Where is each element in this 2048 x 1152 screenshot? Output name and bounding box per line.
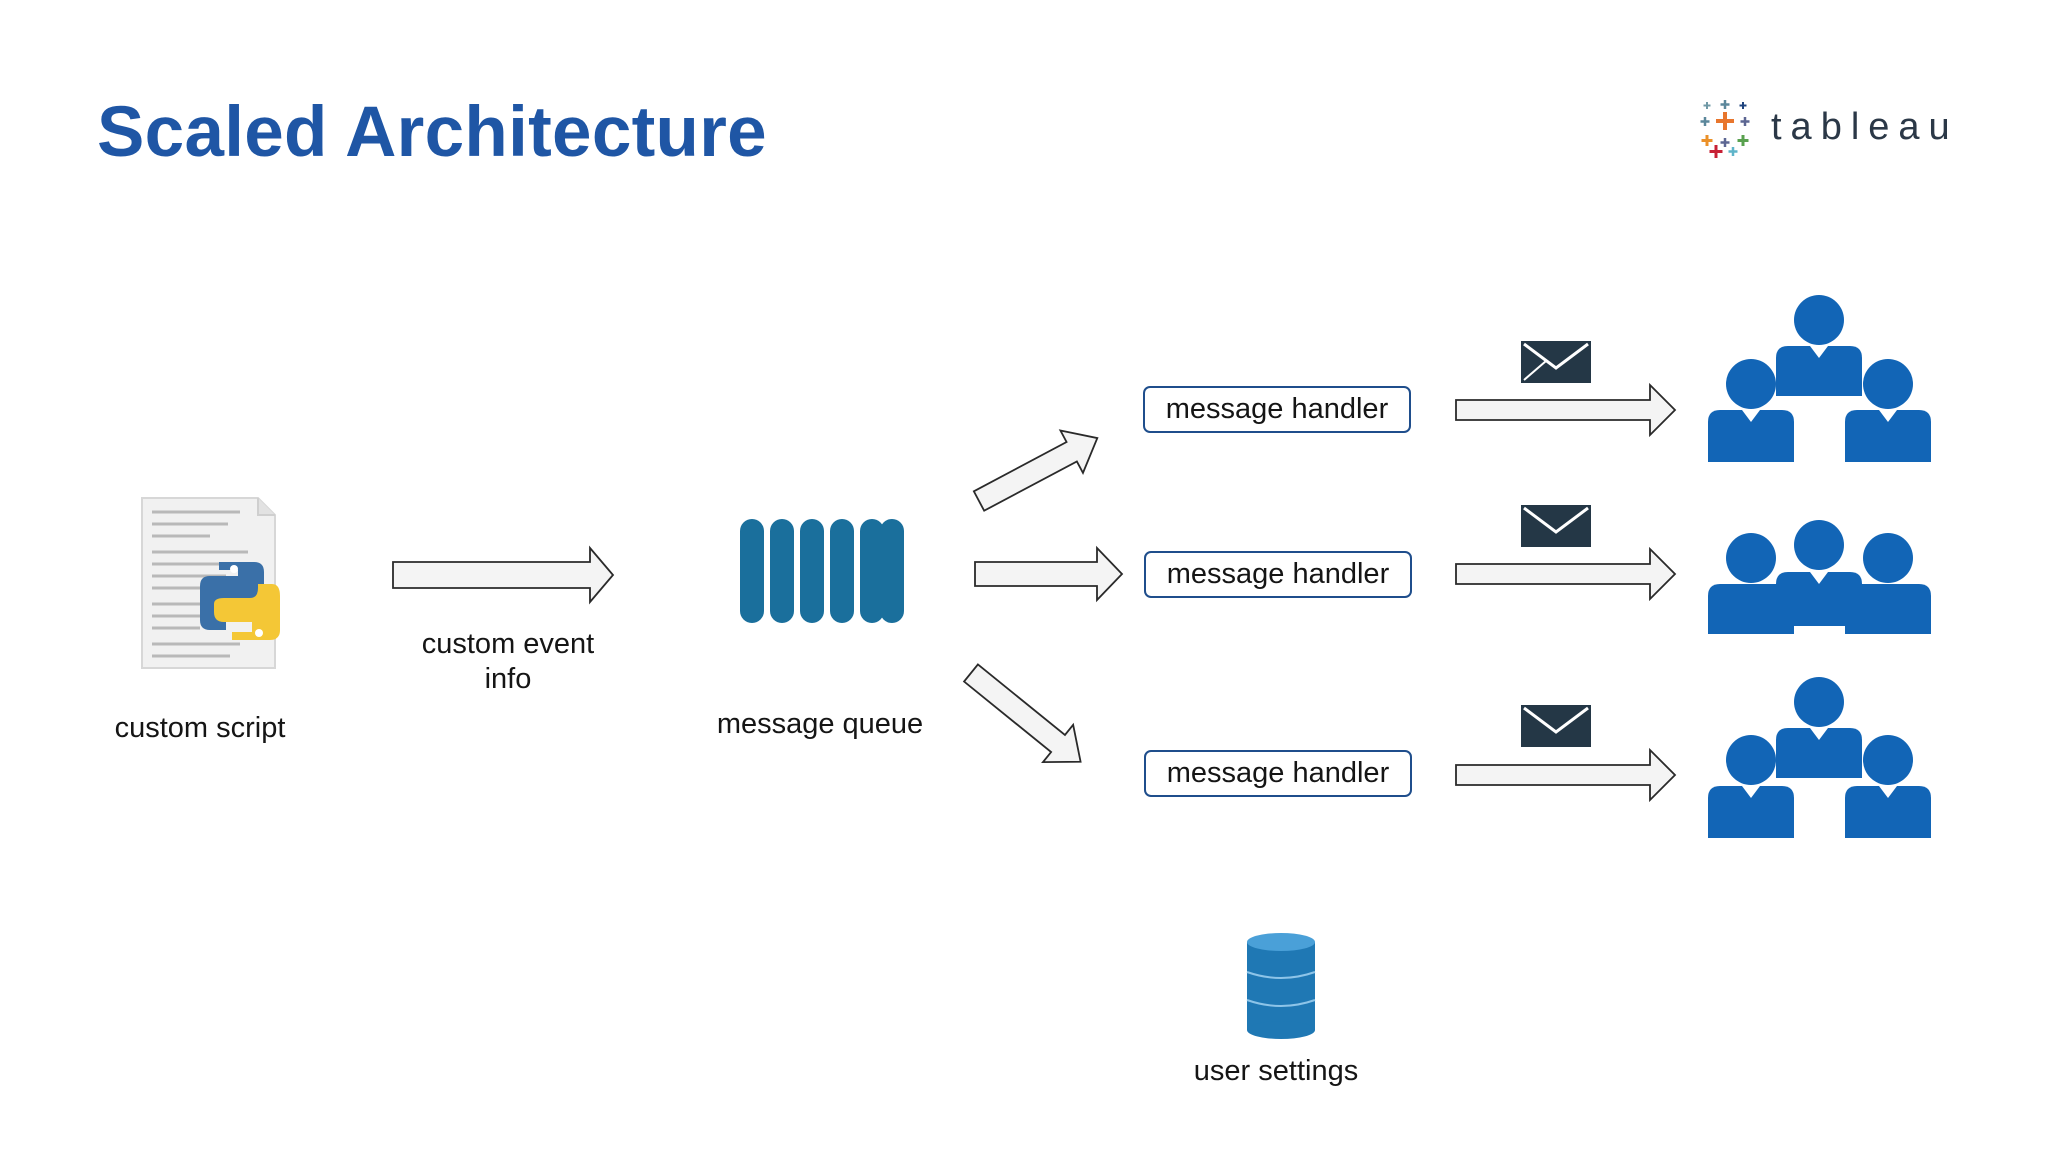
python-script-icon [141,497,280,669]
arrow-handler-2-to-users [1455,546,1677,602]
arrow-handler-3-to-users [1455,747,1677,803]
tableau-logo-icon [1700,100,1750,158]
arrow-handler-1-to-users [1455,382,1677,438]
user-group-icon [1708,295,1931,462]
envelope-icon [1521,705,1591,747]
arrow-queue-to-handler-3 [962,663,1082,764]
message-handler-box-1: message handler [1143,386,1411,433]
user-group-icon [1708,677,1931,838]
logo-wordmark: tableau [1771,106,1959,148]
envelope-icon [1521,505,1591,547]
tableau-logo: tableau [1695,98,1965,168]
arrow-queue-to-handler-1 [972,429,1099,512]
custom-script-label: custom script [114,712,286,744]
user-settings-label: user settings [1193,1055,1359,1087]
envelope-icon [1521,341,1591,383]
message-queue-icon [740,519,904,623]
user-group-icon [1708,520,1931,634]
custom-event-info-label: custom event info [421,628,595,695]
slide-title: Scaled Architecture [97,93,767,172]
arrow-script-to-queue [392,545,615,605]
message-handler-box-3: message handler [1144,750,1412,797]
database-icon [1246,933,1316,1039]
message-queue-label: message queue [716,708,924,740]
message-handler-box-2: message handler [1144,551,1412,598]
arrow-queue-to-handler-2 [974,545,1124,603]
